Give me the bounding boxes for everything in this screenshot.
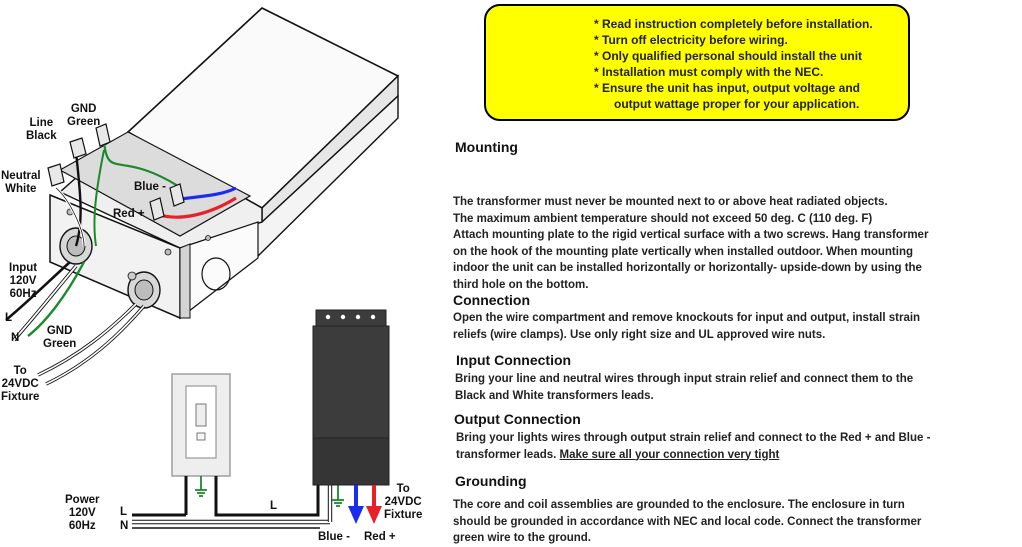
gnd-wire-external: [27, 261, 86, 337]
label-red-plus-bottom: Red +: [364, 531, 396, 543]
warning-line: * Turn off electricity before wiring.: [594, 33, 788, 47]
warning-line: * Ensure the unit has input, output volt…: [594, 81, 861, 95]
red-output-arrow: [366, 485, 382, 524]
blue-output-arrow: [348, 485, 364, 524]
gnd-wire-inside-2: [93, 149, 105, 247]
label-blue-minus: Blue -: [134, 181, 166, 193]
switched-line-wire: [214, 476, 320, 517]
warning-box: * Read instruction completely before ins…: [484, 4, 910, 121]
grounding-text: The core and coil assemblies are grounde…: [453, 499, 922, 544]
label-l: L: [5, 312, 13, 324]
warning-line: * Read instruction completely before ins…: [594, 17, 873, 31]
neutral-wire-external: [13, 265, 77, 341]
output-connection-title: Output Connection: [454, 411, 581, 427]
wire-nut-white: [47, 163, 65, 187]
wire-nut-blue: [169, 183, 185, 207]
label-l-bottom: L: [120, 506, 128, 518]
warning-line: output wattage proper for your applicati…: [614, 97, 860, 111]
grounding-title: Grounding: [455, 473, 527, 489]
mounting-title: Mounting: [455, 139, 518, 155]
connection-title: Connection: [453, 292, 530, 308]
input-connection-text: Bring your line and neutral wires throug…: [455, 373, 914, 402]
mounting-text: The transformer must never be mounted ne…: [453, 196, 929, 291]
warning-text: * Read instruction completely before ins…: [594, 16, 873, 112]
output-wire-a: [37, 303, 137, 376]
ground-symbol-switch: [195, 476, 207, 497]
label-l-wire: L: [270, 500, 278, 512]
wire-nut-green: [95, 123, 111, 147]
warning-line: * Only qualified personal should install…: [594, 49, 863, 63]
output-strain-relief: [127, 271, 161, 309]
warning-line: * Installation must comply with the NEC.: [594, 65, 824, 79]
wire-nut-black: [69, 137, 87, 159]
label-n-bottom: N: [120, 520, 129, 532]
connection-text: Open the wire compartment and remove kno…: [453, 312, 921, 341]
line-wire-inside: [74, 151, 82, 247]
dimmer-switch: [171, 373, 231, 477]
ground-symbol-transformer: [332, 485, 344, 507]
transformer-unit: [312, 309, 390, 486]
line-wire-external: [5, 261, 71, 321]
input-connection-title: Input Connection: [456, 352, 572, 368]
label-red-plus: Red +: [113, 208, 145, 220]
output-connection-text: Bring your lights wires through output s…: [456, 432, 931, 461]
label-blue-minus-bottom: Blue -: [318, 531, 350, 543]
wire-nut-red: [149, 197, 165, 221]
label-n: N: [11, 332, 20, 344]
gnd-wire-inside: [102, 141, 179, 187]
transformer-enclosure: [49, 7, 400, 320]
output-wire-b: [45, 305, 145, 385]
